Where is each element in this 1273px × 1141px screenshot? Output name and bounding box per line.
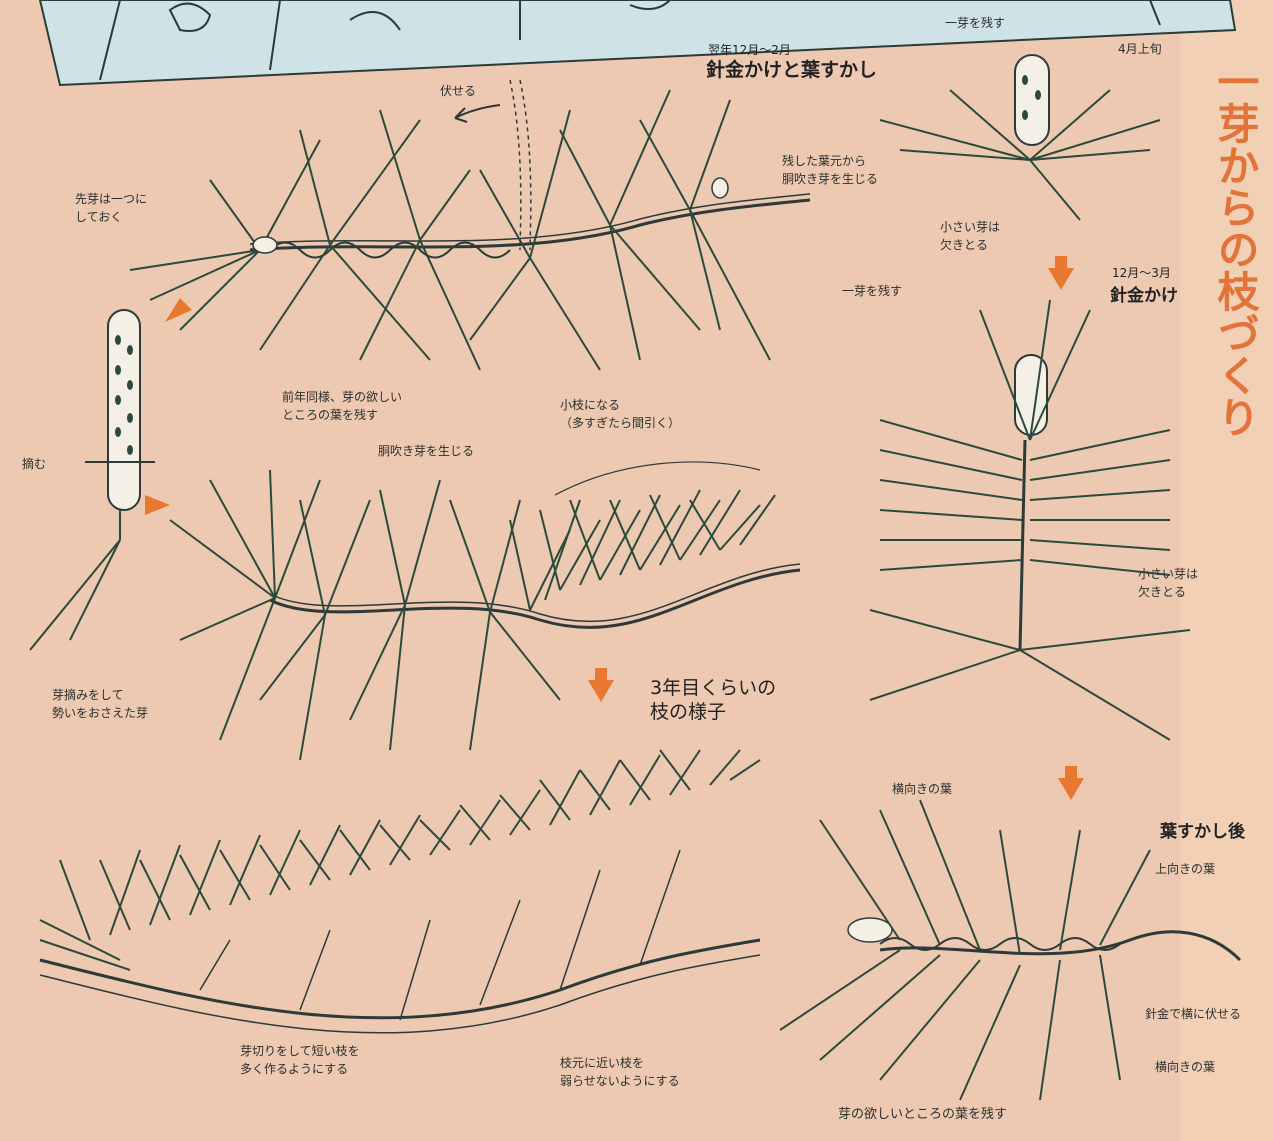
- dec-mar-label: 12月～3月: [1112, 265, 1171, 281]
- leave-one-bud-top-label: 一芽を残す: [945, 14, 1005, 32]
- bud-cutting-label: 芽切りをして短い枝を 多く作るようにする: [240, 1042, 360, 1078]
- candle-mid-right: [870, 300, 1190, 740]
- upward-leaves-label: 上向きの葉: [1155, 860, 1215, 878]
- third-year-title: 3年目くらいの 枝の様子: [650, 676, 776, 724]
- period-label-top: 翌年12月～2月: [708, 42, 791, 58]
- small-branch-label: 小枝になる （多すぎたら間引く）: [560, 396, 680, 432]
- wiring-label: 針金かけ: [1110, 284, 1178, 308]
- leave-one-bud-mid-label: 一芽を残す: [842, 282, 902, 300]
- sideways-leaves-bottom-label: 横向きの葉: [1155, 1058, 1215, 1076]
- wired-branch-top: [130, 80, 810, 370]
- candle-top-right: [880, 55, 1160, 220]
- april-label: 4月上旬: [1118, 40, 1162, 58]
- leave-leaves-label: 前年同様、芽の欲しい ところの葉を残す: [282, 388, 402, 424]
- branch-after-thinning: [780, 800, 1240, 1100]
- pinch-label: 摘む: [22, 455, 46, 473]
- remove-small-mid-label: 小さい芽は 欠きとる: [1138, 565, 1198, 601]
- pinched-bud-label: 芽摘みをして 勢いをおさえた芽: [52, 686, 148, 722]
- arrow-down-middle: [588, 680, 614, 702]
- wire-lay-down-label: 針金で横に伏せる: [1145, 1005, 1241, 1023]
- branch-base-label: 枝元に近い枝を 弱らせないようにする: [560, 1054, 680, 1090]
- after-thinning-label: 葉すかし後: [1160, 820, 1245, 844]
- sideways-leaves-top-label: 横向きの葉: [892, 780, 952, 798]
- dokubuki-leafbase-label: 残した葉元から 胴吹き芽を生じる: [782, 152, 878, 188]
- tip-one-label: 先芽は一つに しておく: [75, 190, 147, 226]
- arrow-down-right-1: [1048, 268, 1074, 290]
- arrow-to-bud: [165, 298, 192, 322]
- arrow-to-branch: [145, 495, 170, 515]
- lay-down-label: 伏せる: [440, 82, 476, 100]
- arrow-down-right-2: [1058, 778, 1084, 800]
- candle-bud-left: [30, 310, 155, 650]
- branch-third-year: [40, 750, 760, 1033]
- leave-where-wanted-label: 芽の欲しいところの葉を残す: [838, 1106, 1007, 1124]
- dokubuki-label: 胴吹き芽を生じる: [378, 442, 474, 460]
- remove-small-top-label: 小さい芽は 欠きとる: [940, 218, 1000, 254]
- side-title: 一芽からの枝づくり: [1210, 60, 1260, 438]
- wiring-and-thinning-title: 針金かけと葉すかし: [706, 58, 877, 82]
